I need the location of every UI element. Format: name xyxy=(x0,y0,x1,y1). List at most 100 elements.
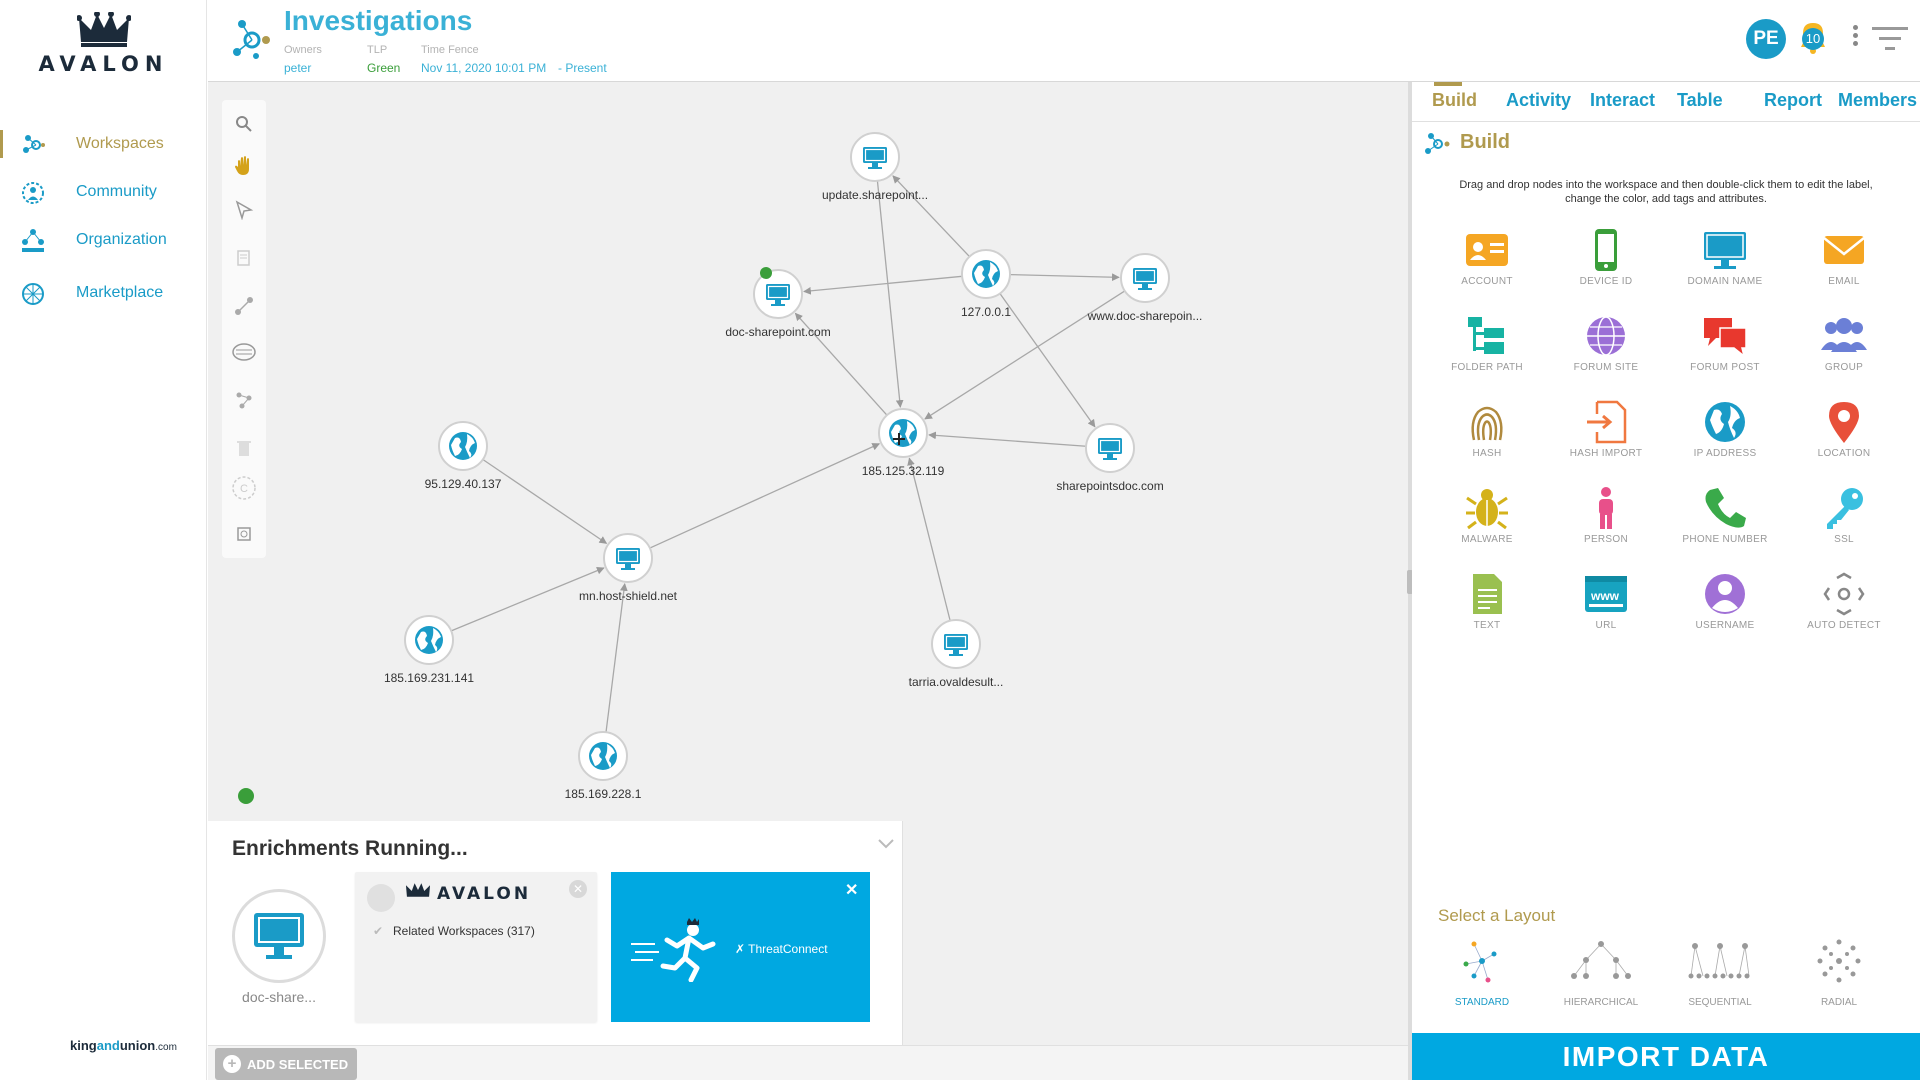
related-workspaces[interactable]: Related Workspaces (317) xyxy=(393,924,535,938)
plus-icon: + xyxy=(223,1055,241,1073)
node-type-url[interactable]: www URL xyxy=(1551,572,1661,652)
more-options-icon[interactable] xyxy=(1848,22,1862,56)
node-type-device-id[interactable]: DEVICE ID xyxy=(1551,228,1661,308)
time-fence-start[interactable]: Nov 11, 2020 10:01 PM xyxy=(421,61,547,75)
add-selected-button[interactable]: + ADD SELECTED xyxy=(215,1048,357,1080)
node-type-ip-address[interactable]: IP ADDRESS xyxy=(1670,400,1780,480)
avalon-enrichment-card[interactable]: AVALON ✕ ✔ Related Workspaces (317) xyxy=(355,872,597,1022)
layout-standard[interactable]: STANDARD xyxy=(1432,936,1532,1016)
sidebar: AVALON Workspaces Community Organization… xyxy=(0,0,207,1080)
close-icon[interactable]: ✕ xyxy=(845,882,859,899)
graph-node[interactable]: 185.125.32.119 xyxy=(862,408,945,478)
graph-edge[interactable] xyxy=(928,431,1087,447)
graph-node[interactable]: mn.host-shield.net xyxy=(579,533,678,603)
graph-node[interactable]: doc-sharepoint.com xyxy=(725,267,831,339)
investigations-icon xyxy=(233,20,270,59)
node-type-username[interactable]: USERNAME xyxy=(1670,572,1780,652)
organization-icon xyxy=(22,229,44,252)
graph-edge[interactable] xyxy=(907,457,951,621)
tab-activity[interactable]: Activity xyxy=(1506,90,1572,110)
node-type-group[interactable]: GROUP xyxy=(1789,314,1899,394)
avatar[interactable]: PE xyxy=(1746,19,1786,59)
node-type-ssl[interactable]: SSL xyxy=(1789,486,1899,566)
graph-edge[interactable] xyxy=(876,180,904,408)
resize-handle[interactable] xyxy=(1407,570,1413,594)
tlp-value[interactable]: Green xyxy=(367,61,401,75)
node-type-email[interactable]: EMAIL xyxy=(1789,228,1899,308)
search-tool-icon[interactable] xyxy=(230,110,258,138)
collapse-chevron-icon[interactable] xyxy=(876,833,896,853)
node-type-forum-site[interactable]: FORUM SITE xyxy=(1551,314,1661,394)
graph-edge[interactable] xyxy=(482,458,608,544)
layout-sequential[interactable]: SEQUENTIAL xyxy=(1670,936,1770,1016)
group-select-icon[interactable]: C xyxy=(230,474,258,502)
graph-node[interactable]: 185.169.228.1 xyxy=(565,731,642,801)
graph-node[interactable]: www.doc-sharepoin... xyxy=(1087,253,1203,323)
tab-interact[interactable]: Interact xyxy=(1590,90,1656,110)
graph-edge[interactable] xyxy=(999,293,1096,428)
graph-svg[interactable]: update.sharepoint... 127.0.0.1 doc-sharepo… xyxy=(208,82,1408,1080)
node-type-domain-name[interactable]: DOMAIN NAME xyxy=(1670,228,1780,308)
sidebar-item-community[interactable]: Community xyxy=(0,172,207,212)
graph-edge[interactable] xyxy=(649,443,881,549)
pan-hand-icon[interactable] xyxy=(230,152,258,180)
tab-build[interactable]: Build xyxy=(1432,82,1477,110)
layout-hierarchical[interactable]: HIERARCHICAL xyxy=(1551,936,1651,1016)
graph-edge[interactable] xyxy=(605,583,628,733)
select-pointer-icon[interactable] xyxy=(230,196,258,224)
tab-table[interactable]: Table xyxy=(1677,90,1723,110)
notification-count-badge[interactable]: 10 xyxy=(1802,28,1824,50)
import-data-button[interactable]: IMPORT DATA xyxy=(1412,1033,1920,1080)
tab-members[interactable]: Members xyxy=(1838,90,1918,110)
node-type-phone-number[interactable]: PHONE NUMBER xyxy=(1670,486,1780,566)
graph-node[interactable]: sharepointsdoc.com xyxy=(1056,423,1164,493)
graph-edge[interactable] xyxy=(803,275,963,295)
trash-icon[interactable] xyxy=(230,434,258,462)
node-type-malware[interactable]: MALWARE xyxy=(1432,486,1542,566)
tab-report[interactable]: Report xyxy=(1764,90,1822,110)
graph-edge[interactable] xyxy=(892,175,970,258)
node-type-auto-detect[interactable]: AUTO DETECT xyxy=(1789,572,1899,652)
time-fence-end[interactable]: - Present xyxy=(558,61,607,75)
owners-value[interactable]: peter xyxy=(284,61,312,75)
graph-edge[interactable] xyxy=(1009,273,1120,282)
node-type-person[interactable]: PERSON xyxy=(1551,486,1661,566)
layers-icon[interactable] xyxy=(230,338,258,366)
footer-brand[interactable]: kingandunion.com xyxy=(70,1038,177,1053)
filter-icon[interactable] xyxy=(1872,24,1908,54)
graph-node[interactable]: 127.0.0.1 xyxy=(961,249,1011,319)
graph-edge[interactable] xyxy=(924,290,1126,420)
notes-icon[interactable] xyxy=(230,244,258,272)
graph-edge[interactable] xyxy=(450,566,605,632)
node-type-location[interactable]: LOCATION xyxy=(1789,400,1899,480)
bottom-bar: + ADD SELECTED xyxy=(208,1045,1408,1080)
node-type-text[interactable]: TEXT xyxy=(1432,572,1542,652)
monitor-icon xyxy=(1133,268,1157,290)
enrichment-node[interactable] xyxy=(232,889,326,983)
sidebar-item-workspaces[interactable]: Workspaces xyxy=(0,124,207,164)
avalon-logo[interactable]: AVALON xyxy=(0,12,207,76)
layout-radial[interactable]: RADIAL xyxy=(1789,936,1889,1016)
time-fence-label: Time Fence xyxy=(421,44,479,56)
node-type-forum-post[interactable]: FORUM POST xyxy=(1670,314,1780,394)
threatconnect-enrichment-card[interactable]: ✕ ✗ ThreatConnect xyxy=(611,872,870,1022)
cluster-icon[interactable] xyxy=(230,386,258,414)
node-type-label: EMAIL xyxy=(1828,276,1860,287)
graph-node-label: 185.125.32.119 xyxy=(862,464,945,478)
node-type-hash[interactable]: HASH xyxy=(1432,400,1542,480)
node-type-folder-path[interactable]: FOLDER PATH xyxy=(1432,314,1542,394)
node-type-hash-import[interactable]: HASH IMPORT xyxy=(1551,400,1661,480)
node-type-account[interactable]: ACCOUNT xyxy=(1432,228,1542,308)
fit-screen-icon[interactable] xyxy=(230,520,258,548)
sidebar-item-marketplace[interactable]: Marketplace xyxy=(0,273,207,313)
auto-detect-icon xyxy=(1823,572,1865,616)
graph-node[interactable]: tarria.ovaldesult... xyxy=(909,619,1004,689)
graph-edge[interactable] xyxy=(794,312,888,416)
graph-node[interactable]: update.sharepoint... xyxy=(822,132,928,202)
graph-node[interactable]: 95.129.40.137 xyxy=(425,421,502,491)
graph-node[interactable]: 185.169.231.141 xyxy=(384,615,474,685)
link-tool-icon[interactable] xyxy=(230,292,258,320)
sidebar-item-organization[interactable]: Organization xyxy=(0,220,207,260)
owners-label: Owners xyxy=(284,44,322,56)
close-icon[interactable]: ✕ xyxy=(569,880,587,898)
